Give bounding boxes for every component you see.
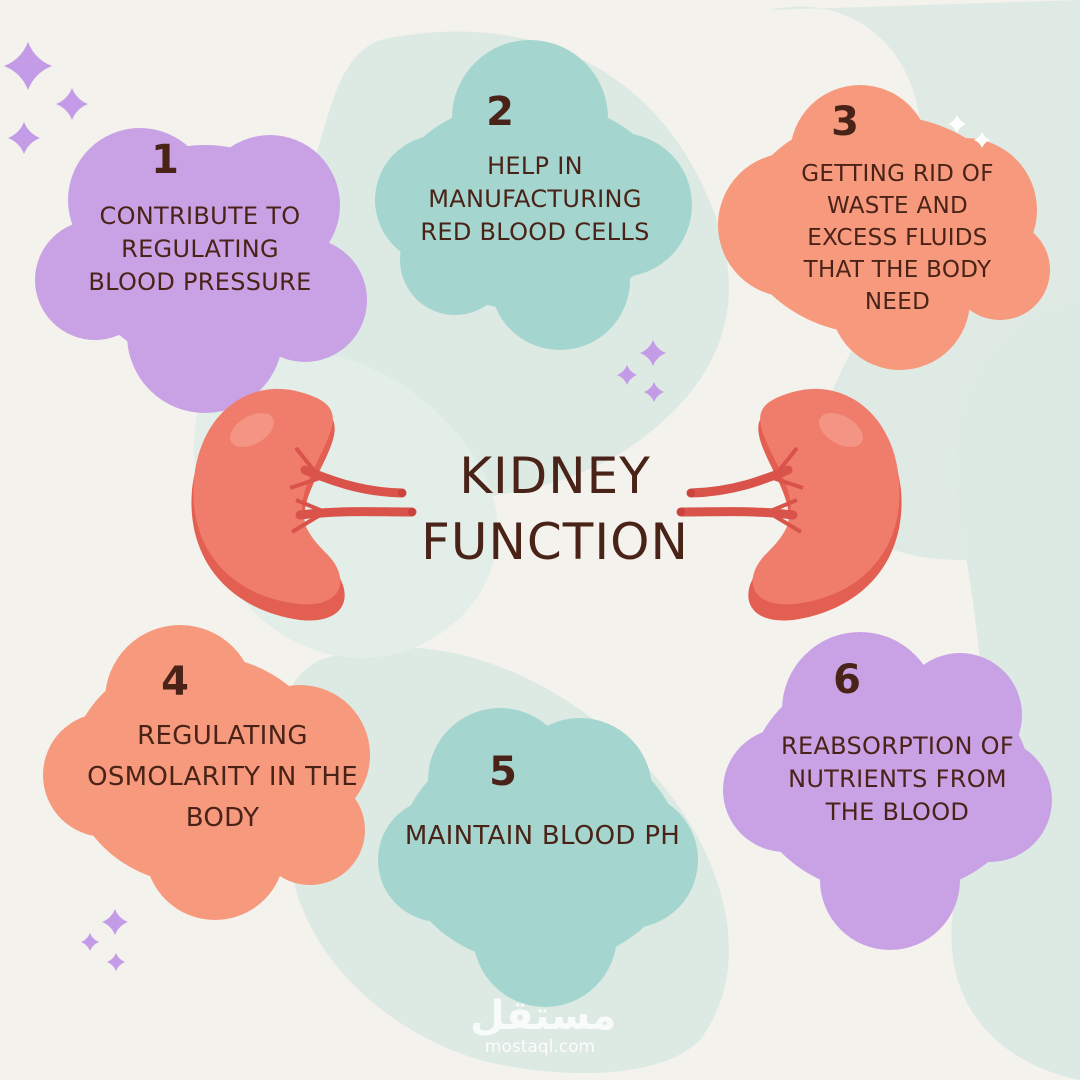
sparkle-icon: [56, 88, 88, 120]
cloud-bubble-1: [35, 128, 367, 413]
item-2-number: 2: [486, 89, 514, 135]
sparkle-icon: [617, 365, 637, 385]
sparkle-icon: [102, 909, 128, 935]
left-kidney-icon: [191, 388, 417, 621]
watermark-latin: mostaql.com: [484, 1037, 596, 1057]
cloud-bubble-3: [718, 85, 1050, 370]
sparkle-icon: [948, 115, 966, 133]
item-6-number: 6: [833, 657, 861, 703]
sparkle-icon: [4, 42, 52, 90]
item-5-text: MAINTAIN BLOOD PH: [404, 821, 681, 851]
item-2-text: HELP IN MANUFACTURING RED BLOOD CELLS: [420, 152, 650, 246]
item-5-number: 5: [489, 749, 517, 795]
sparkle-icon: [107, 953, 125, 971]
cloud-bubble-4: [43, 625, 370, 920]
cloud-bubble-5: [378, 708, 698, 1007]
sparkle-icon: [974, 132, 990, 148]
item-4-number: 4: [161, 659, 189, 705]
item-3-number: 3: [831, 99, 859, 145]
right-kidney-icon: [676, 388, 902, 621]
item-3-text: GETTING RID OF WASTE AND EXCESS FLUIDS T…: [801, 161, 994, 315]
title-line-2: FUNCTION: [421, 513, 689, 571]
cloud-bubble-2: [375, 40, 692, 350]
sparkle-icon: [644, 382, 664, 402]
title-line-1: KIDNEY: [459, 447, 651, 505]
item-6-text: REABSORPTION OF NUTRIENTS FROM THE BLOOD: [781, 732, 1014, 826]
sparkle-icon: [8, 122, 40, 154]
sparkle-icon: [640, 340, 666, 366]
watermark-arabic: مستقل: [470, 993, 617, 1039]
item-4-text: REGULATING OSMOLARITY IN THE BODY: [87, 721, 358, 833]
item-1-number: 1: [151, 137, 179, 183]
cloud-bubble-6: [723, 632, 1052, 950]
sparkle-icon: [81, 933, 99, 951]
item-1-text: CONTRIBUTE TO REGULATING BLOOD PRESSURE: [88, 202, 312, 296]
